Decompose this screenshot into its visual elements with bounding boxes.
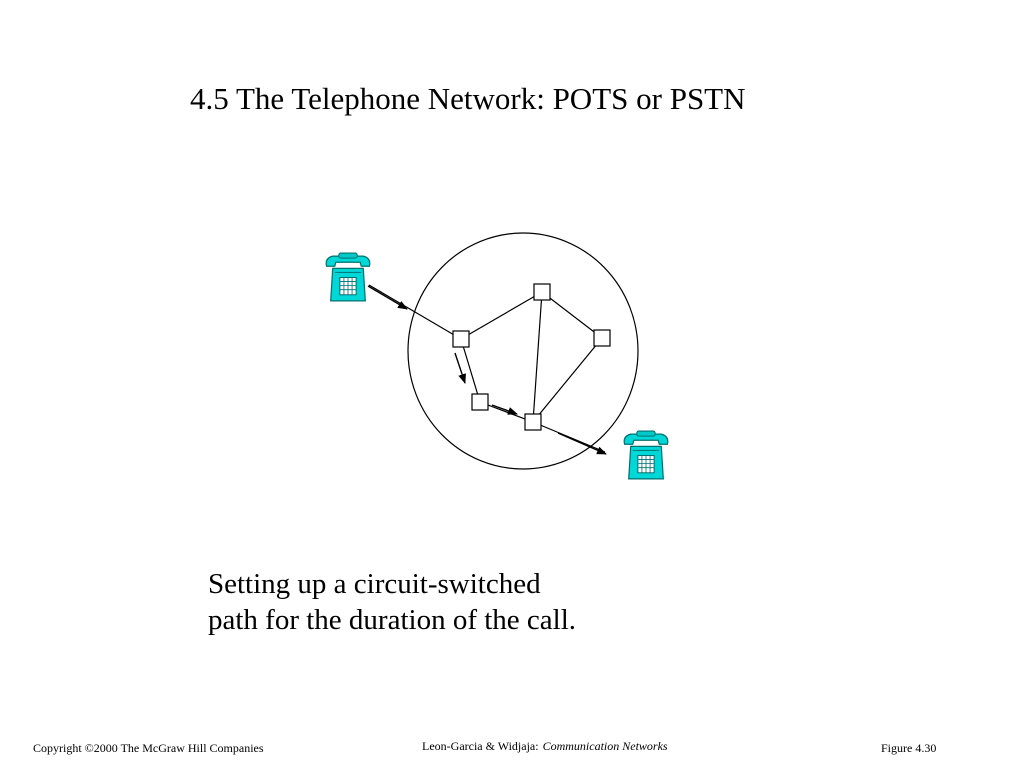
switch-node [452,330,470,348]
switch-node [593,329,611,347]
footer-authors: Leon-Garcia & Widjaja: [422,739,539,753]
switch-nodes [452,283,611,431]
slide-caption: Setting up a circuit-switched path for t… [208,566,576,638]
footer-figure-number: Figure 4.30 [881,741,937,755]
circuit-path-arrows [367,285,607,455]
network-links [368,284,606,453]
telephone-icon [623,430,669,480]
switch-node [471,393,489,411]
network-diagram [325,232,669,480]
network-boundary [407,232,639,470]
footer-copyright: Copyright ©2000 The McGraw Hill Companie… [33,741,264,755]
footer-book-title: Communication Networks [542,739,668,753]
telephone-icon [325,252,371,302]
footer-citation: Leon-Garcia & Widjaja:Communication Netw… [422,739,668,754]
switch-node [524,413,542,431]
caption-line: path for the duration of the call. [208,604,577,636]
switch-node [533,283,551,301]
slide-title: 4.5 The Telephone Network: POTS or PSTN [190,81,746,116]
caption-line: Setting up a circuit-switched [208,568,541,600]
